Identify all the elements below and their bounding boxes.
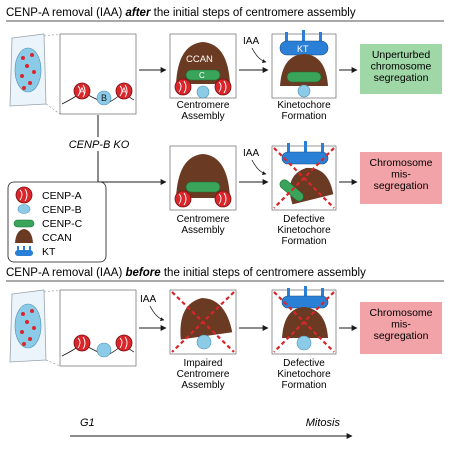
cenp-a-nucleosome (214, 78, 232, 96)
zoom-line (45, 103, 61, 115)
section-title-after: CENP-A removal (IAA) after the initial s… (6, 7, 356, 19)
timeline-start-label: G1 (80, 417, 95, 429)
ccan-complex-ko (174, 154, 232, 208)
zoom-line (45, 359, 61, 367)
legend-swatch-ccan (15, 229, 33, 243)
zoom-line (43, 33, 61, 37)
zoom-line (43, 289, 61, 293)
outcome-box-unperturbed (360, 44, 442, 94)
legend-swatch-cenp-a (15, 186, 33, 204)
iaa-label: IAA (243, 36, 259, 47)
chromatin-row3-start (61, 334, 135, 358)
branch-label-bg (58, 137, 140, 151)
legend-label: CCAN (42, 232, 72, 244)
ccan-complex: CCAN C (174, 42, 232, 99)
cenp-a-label: A (79, 86, 85, 96)
outcome-box-missegregation (360, 152, 442, 204)
cenp-b-label: B (101, 93, 107, 103)
iaa-arrow (251, 47, 267, 64)
cell-icon-top (9, 33, 47, 107)
iaa-arrow (149, 305, 165, 322)
cenp-b-protein (96, 90, 112, 106)
section-title-before: CENP-A removal (IAA) before the initial … (6, 267, 366, 279)
chromatin-row1-start: A B A (61, 82, 135, 106)
impaired-ccan (171, 291, 235, 353)
kt-label: KT (297, 44, 309, 54)
cell-icon-bottom (9, 289, 47, 363)
cenp-a-nucleosome (174, 78, 192, 96)
cenp-b-protein (196, 85, 210, 99)
legend-label: KT (42, 246, 56, 258)
legend-label: CENP-C (42, 218, 83, 230)
legend-label: CENP-B (42, 204, 82, 216)
iaa-label: IAA (140, 294, 156, 305)
cenp-a-label: A (121, 86, 127, 96)
zoom-panel-bottom (59, 289, 137, 367)
cenp-c-label: C (199, 71, 205, 80)
legend-label: CENP-A (42, 190, 82, 202)
defective-kinetochore (273, 141, 335, 209)
defective-kinetochore-bottom (273, 286, 335, 353)
cenp-c-protein (185, 69, 221, 81)
kinetochore: KT (279, 30, 329, 98)
legend: CENP-A CENP-B CENP-C CCAN KT (7, 181, 107, 263)
legend-swatch-kt (15, 246, 33, 256)
timeline-end-label: Mitosis (306, 417, 341, 429)
legend-swatch-cenp-b (17, 204, 31, 214)
outcome-box-missegregation-bottom (360, 302, 442, 354)
iaa-arrow (251, 159, 267, 176)
legend-swatch-cenp-c (13, 219, 35, 228)
ccan-label: CCAN (186, 54, 213, 65)
cenp-b-ko-label: CENP-B KO (69, 139, 130, 151)
iaa-label: IAA (243, 148, 259, 159)
